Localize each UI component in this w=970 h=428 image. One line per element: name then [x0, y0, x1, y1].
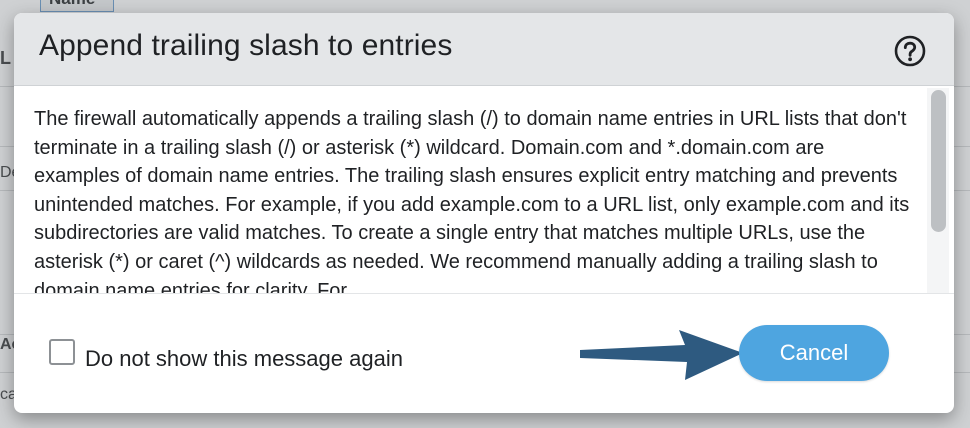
dialog-title: Append trailing slash to entries	[39, 29, 453, 62]
footer-divider	[14, 293, 954, 294]
background-text-fragment: ca	[0, 386, 17, 403]
do-not-show-again-checkbox[interactable]	[49, 339, 75, 365]
do-not-show-again-label[interactable]: Do not show this message again	[85, 346, 403, 371]
dialog-body: The firewall automatically appends a tra…	[14, 86, 924, 293]
append-trailing-slash-dialog: Append trailing slash to entries The fir…	[14, 13, 954, 413]
dialog-message: The firewall automatically appends a tra…	[34, 108, 910, 293]
background-text-fragment: L	[0, 48, 11, 68]
help-circle-icon[interactable]	[894, 35, 926, 67]
background-column-header: Name	[40, 0, 114, 12]
arrow-right-annotation-icon	[577, 328, 747, 384]
dialog-header: Append trailing slash to entries	[14, 13, 954, 86]
cancel-button[interactable]: Cancel	[739, 325, 889, 381]
scrollbar-thumb[interactable]	[931, 90, 946, 232]
